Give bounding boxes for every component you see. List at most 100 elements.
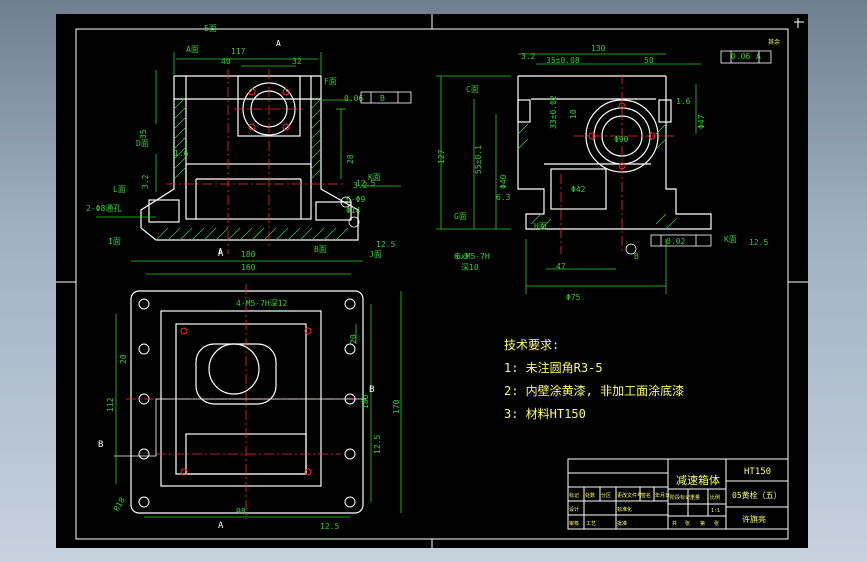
svg-text:40: 40: [221, 57, 231, 66]
roughness-note: 其余: [768, 38, 780, 46]
front-tolerance-frame: [360, 91, 412, 104]
svg-text:标记: 标记: [569, 492, 579, 499]
svg-text:Φ40: Φ40: [499, 174, 508, 189]
svg-text:12.5: 12.5: [749, 238, 768, 247]
top-view-section-line: [114, 398, 366, 457]
svg-text:年月日: 年月日: [655, 492, 670, 499]
top-view-dim-labels: 180 160 4-M5-7H深12 20 20 112 180 170 98 …: [106, 250, 401, 531]
svg-text:F面: F面: [324, 77, 337, 86]
trim-marks: [794, 18, 804, 28]
svg-text:0.02: 0.02: [666, 237, 685, 246]
svg-text:B: B: [380, 94, 385, 103]
svg-text:55±0.1: 55±0.1: [474, 145, 483, 174]
svg-text:处数: 处数: [585, 492, 595, 499]
front-view: 117 40 32 35 28 1.6 3.2 0.06 B 3.2 12.5 …: [86, 24, 412, 259]
svg-text:工艺: 工艺: [586, 521, 596, 527]
svg-text:160: 160: [241, 263, 256, 272]
svg-text:A: A: [756, 52, 761, 61]
sheet-center-marks: [56, 14, 808, 548]
svg-text:6.3: 6.3: [496, 193, 511, 202]
svg-text:28: 28: [346, 154, 355, 164]
front-view-bolt-holes: [248, 88, 290, 131]
front-view-centerlines: [166, 69, 346, 254]
svg-text:20: 20: [119, 354, 128, 364]
svg-text:0.06: 0.06: [731, 52, 750, 61]
svg-text:更改文件号: 更改文件号: [617, 492, 642, 499]
svg-text:12.5: 12.5: [376, 240, 395, 249]
svg-text:1.6: 1.6: [174, 149, 189, 158]
top-view-threaded-holes: [180, 327, 312, 476]
svg-text:98: 98: [236, 507, 246, 516]
svg-text:180: 180: [361, 394, 370, 409]
svg-text:117: 117: [231, 47, 246, 56]
title-block: 减速箱体 HT150 05黄栓（五） 许旗亮 标记 处数 分区 更改文件号 签名…: [567, 458, 789, 530]
svg-text:D面: D面: [136, 139, 149, 148]
front-datum-circles: [340, 196, 360, 228]
svg-text:127: 127: [437, 149, 446, 164]
svg-text:C面: C面: [466, 85, 479, 94]
svg-text:130: 130: [591, 44, 606, 53]
side-view: 3.2 130 35±0.08 50 0.06 A 55±0.1 127 Φ90…: [436, 44, 772, 302]
front-view-hatch: [155, 96, 349, 241]
side-view-dim-labels: 3.2 130 35±0.08 50 0.06 A 55±0.1 127 Φ90…: [437, 44, 768, 302]
side-view-surface-labels: C面 G面 H面 K面: [454, 85, 737, 244]
svg-text:170: 170: [392, 399, 401, 414]
svg-text:其余: 其余: [768, 38, 780, 46]
top-view-centerlines: [126, 284, 368, 519]
svg-text:3.2: 3.2: [141, 174, 150, 189]
top-view-dimension-lines: [115, 260, 402, 518]
svg-text:A: A: [218, 521, 224, 531]
svg-text:A: A: [218, 249, 224, 259]
title-block-small-text: 标记 处数 分区 更改文件号 签名 年月日 阶段标记 重量 比例 1:1 设计 …: [569, 492, 720, 527]
svg-text:张: 张: [685, 520, 690, 527]
drawing-number: 05黄栓（五）: [732, 490, 782, 500]
svg-text:重量: 重量: [690, 494, 700, 501]
designer: 许旗亮: [742, 514, 766, 524]
svg-text:6-Φ9: 6-Φ9: [346, 195, 365, 204]
svg-text:K面: K面: [724, 235, 737, 244]
svg-text:Φ42: Φ42: [571, 185, 586, 194]
title-block-grid: [567, 458, 789, 530]
svg-text:3.2: 3.2: [353, 181, 368, 190]
svg-text:20: 20: [349, 334, 358, 344]
svg-text:设计: 设计: [569, 506, 579, 513]
svg-text:Φ14: Φ14: [346, 206, 361, 215]
material: HT150: [744, 467, 771, 477]
top-view-outline: [130, 290, 364, 514]
side-view-dimension-lines: [436, 53, 701, 294]
svg-text:112: 112: [106, 397, 115, 412]
front-view-section-marks: A A: [218, 39, 281, 256]
svg-text:6.3: 6.3: [454, 252, 469, 261]
svg-text:L面: L面: [113, 185, 126, 194]
svg-text:B: B: [369, 385, 374, 395]
svg-text:深10: 深10: [461, 263, 479, 272]
svg-text:J面: J面: [369, 250, 382, 259]
svg-text:B面: B面: [314, 245, 327, 254]
svg-text:A: A: [218, 247, 223, 256]
tech-requirement-item: 1: 未注圆角R3-5: [504, 360, 603, 375]
svg-text:签名: 签名: [641, 492, 651, 499]
front-view-surface-labels: A面 F面 D面 L面 I面 B面 J面 K面 E面: [108, 24, 382, 259]
svg-text:12.5: 12.5: [356, 179, 375, 188]
side-view-centerlines: [560, 74, 676, 254]
svg-text:张: 张: [714, 520, 719, 527]
svg-text:R18: R18: [112, 496, 127, 513]
svg-text:E面: E面: [204, 24, 217, 33]
svg-text:Φ90: Φ90: [614, 135, 629, 144]
top-view: 180 160 4-M5-7H深12 20 20 112 180 170 98 …: [98, 249, 402, 531]
svg-text:Φ75: Φ75: [566, 293, 581, 302]
drawing-sheet: 117 40 32 35 28 1.6 3.2 0.06 B 3.2 12.5 …: [56, 14, 808, 548]
tech-requirements-title: 技术要求:: [504, 338, 559, 352]
svg-text:B: B: [98, 440, 103, 450]
svg-text:50: 50: [644, 56, 654, 65]
svg-text:K面: K面: [368, 173, 381, 182]
side-view-bolt-holes: [588, 102, 656, 170]
svg-text:4-M5-7H深12: 4-M5-7H深12: [236, 299, 288, 308]
svg-text:共: 共: [672, 520, 677, 527]
svg-text:标准化: 标准化: [617, 506, 632, 513]
side-view-hatch: [517, 123, 677, 230]
front-view-dimension-lines: [96, 52, 401, 218]
svg-text:I面: I面: [108, 237, 121, 246]
svg-text:A面: A面: [186, 45, 199, 54]
front-view-outline: [140, 75, 359, 241]
